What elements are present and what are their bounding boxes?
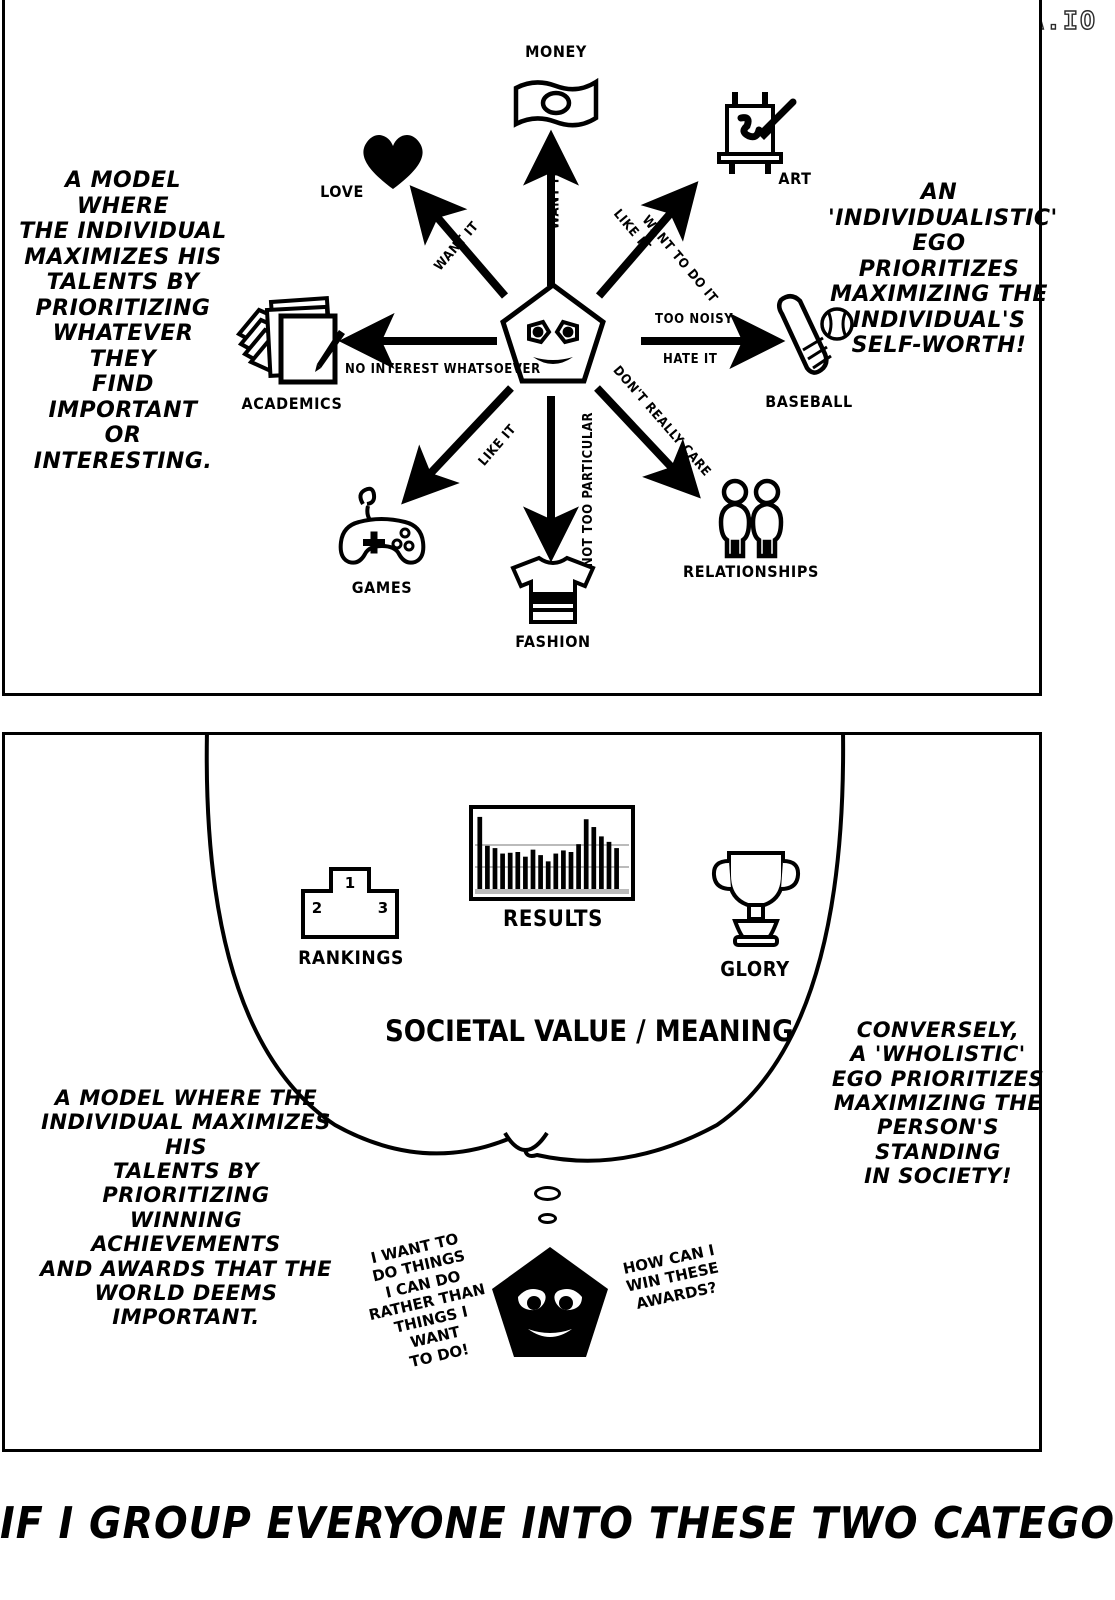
thought-bubble-dot-small [538,1213,557,1224]
arrow-label-art-wanttodo: WANT TO DO IT [638,212,721,307]
arrow-label-baseball-noisy: TOO NOISY [655,312,734,327]
arrow-label-relationships: DON'T REALLY CARE [609,363,714,480]
narration-right-panel1: AN 'INDIVIDUALISTIC' EGO PRIORITIZES MAX… [828,180,1058,359]
pentagon-face-dark-icon [492,1247,608,1357]
gamepad-icon [338,486,426,565]
icon-label-fashion: FASHION [515,632,591,651]
two-people-icon [718,478,784,559]
podium-icon: 1 2 3 [301,867,399,939]
arrow-label-fashion: NOT TOO PARTICULAR [581,411,597,568]
societal-value-text: SOCIETAL VALUE / MEANING [385,1014,794,1048]
trophy-icon [711,851,801,947]
bar-chart-icon [469,805,635,901]
tshirt-icon [510,555,596,624]
icon-label-relationships: RELATIONSHIPS [683,562,819,581]
societal-value-banner: SOCIETAL VALUE / MEANING [385,1014,794,1048]
easel-icon [717,92,797,174]
arrow-label-love: WANT IT [431,219,483,274]
thought-bubble-dot-large [534,1186,561,1201]
icon-label-baseball: BASEBALL [765,392,853,411]
icon-label-rankings: RANKINGS [298,947,404,969]
icon-label-results: RESULTS [502,907,604,932]
arrow-label-baseball-hate: HATE IT [663,352,718,367]
banknote-icon [513,77,599,128]
icon-label-money: MONEY [525,42,587,61]
arrow-label-academics: NO INTEREST WHATSOEVER [345,362,541,377]
icon-label-glory: GLORY [720,957,790,981]
heart-icon [363,135,423,189]
pentagon-face-icon [500,282,606,384]
baseball-ball-icon [820,307,854,341]
svg-text:2: 2 [312,899,322,917]
icon-label-academics: ACADEMICS [241,394,343,413]
icon-label-art: ART [778,169,812,188]
svg-text:3: 3 [378,899,388,917]
narration-left-panel1: A MODEL WHERE THE INDIVIDUAL MAXIMIZES H… [19,168,227,474]
narration-left-panel2: A MODEL WHERE THE INDIVIDUAL MAXIMIZES H… [40,1086,332,1330]
narration-right-panel2: CONVERSELY, A 'WHOLISTIC' EGO PRIORITIZE… [831,1018,1045,1189]
baseball-bat-icon [777,294,832,375]
bottom-caption: IF I GROUP EVERYONE INTO THESE TWO CATEG… [0,1498,1115,1549]
svg-text:1: 1 [345,874,355,892]
icon-label-love: LOVE [320,182,364,201]
icon-label-games: GAMES [351,578,413,597]
books-pencil-icon [235,295,345,385]
arrow-label-money: WANT IT [547,169,563,230]
arrow-label-games: LIKE IT [475,421,520,470]
